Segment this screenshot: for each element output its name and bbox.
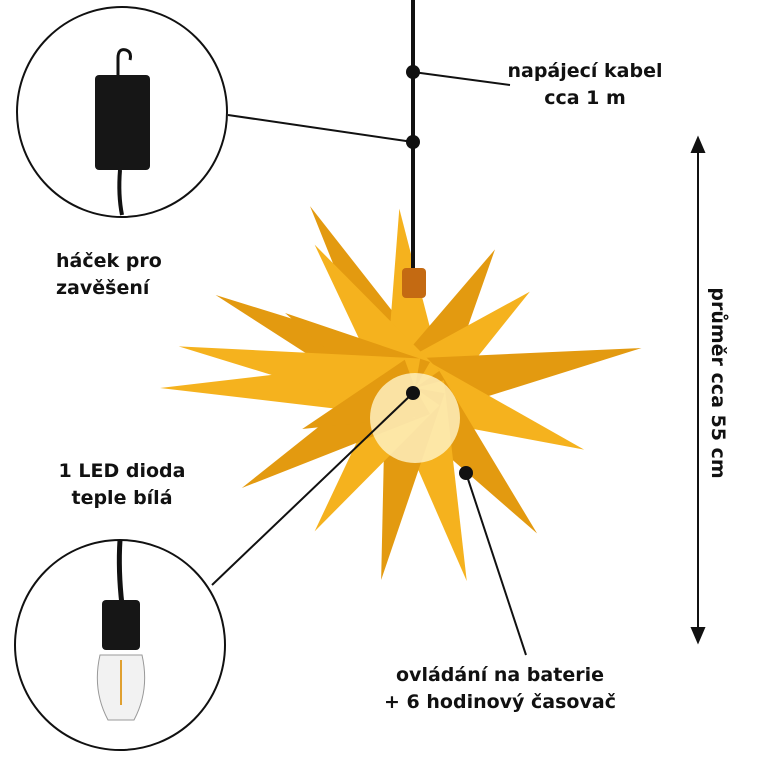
hook-icon <box>116 48 132 78</box>
star-lamp <box>160 206 642 582</box>
hook-inset <box>16 6 228 218</box>
battery-label-line2: + 6 hodinový časovač <box>384 691 616 713</box>
led-label-line1: 1 LED dioda <box>58 460 186 482</box>
led-glow <box>370 373 460 463</box>
hook-label-line1: háček pro <box>56 250 162 272</box>
hook-label: háček pro zavěšení <box>56 248 162 302</box>
marker-dots <box>406 65 473 480</box>
cable-label: napájecí kabel cca 1 m <box>500 58 670 112</box>
leader-lines <box>211 71 527 656</box>
led-label-line2: teple bílá <box>71 487 173 509</box>
cable-label-line2: cca 1 m <box>544 87 626 109</box>
star-spike <box>404 359 585 450</box>
bulb-inset <box>14 539 226 751</box>
diameter-arrow <box>690 135 706 645</box>
star-cap <box>402 268 426 298</box>
led-label: 1 LED dioda teple bílá <box>42 458 202 512</box>
cable-label-line1: napájecí kabel <box>507 60 663 82</box>
diameter-label: průměr cca 55 cm <box>707 287 729 479</box>
battery-label-line1: ovládání na baterie <box>396 664 604 686</box>
battery-label: ovládání na baterie + 6 hodinový časovač <box>370 662 630 716</box>
hook-label-line2: zavěšení <box>56 277 150 299</box>
